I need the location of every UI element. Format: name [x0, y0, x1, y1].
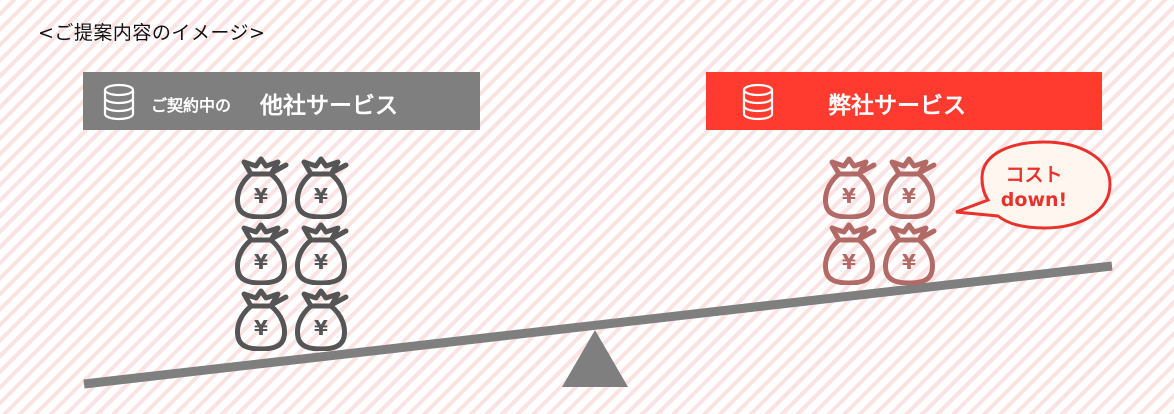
money-bag-icon: ¥: [820, 221, 878, 289]
money-bag-icon: ¥: [232, 287, 290, 355]
money-bag-icon: ¥: [880, 155, 938, 223]
svg-text:¥: ¥: [902, 250, 916, 274]
svg-text:¥: ¥: [902, 184, 916, 208]
svg-text:¥: ¥: [314, 250, 328, 274]
money-bag-icon: ¥: [292, 155, 350, 223]
money-bag-icon: ¥: [232, 155, 290, 223]
money-bag-icon: ¥: [292, 287, 350, 355]
svg-text:¥: ¥: [842, 250, 856, 274]
cost-down-text: コスト down!: [972, 163, 1096, 213]
bubble-line1: コスト: [1005, 164, 1063, 186]
our-service-header: 弊社サービス: [706, 72, 1102, 130]
database-icon: [103, 83, 135, 121]
cost-down-bubble: [955, 140, 1112, 230]
our-service-title: 弊社サービス: [828, 93, 966, 119]
competitor-service-header: ご契約中の 他社サービス: [83, 72, 480, 130]
seesaw-fulcrum: [562, 330, 628, 387]
svg-text:¥: ¥: [254, 250, 268, 274]
competitor-service-title: 他社サービス: [260, 93, 398, 119]
svg-text:¥: ¥: [314, 184, 328, 208]
svg-text:¥: ¥: [842, 184, 856, 208]
competitor-prefix-label: ご契約中の: [151, 96, 232, 115]
svg-text:¥: ¥: [314, 316, 328, 340]
svg-text:¥: ¥: [254, 184, 268, 208]
money-bag-icon: ¥: [820, 155, 878, 223]
svg-text:¥: ¥: [254, 316, 268, 340]
bubble-line2: down!: [1000, 189, 1068, 211]
money-bag-icon: ¥: [880, 221, 938, 289]
money-bag-icon: ¥: [292, 221, 350, 289]
caption: <ご提案内容のイメージ>: [38, 22, 266, 44]
database-icon: [742, 83, 774, 121]
money-bag-icon: ¥: [232, 221, 290, 289]
seesaw-beam: [83, 261, 1113, 389]
